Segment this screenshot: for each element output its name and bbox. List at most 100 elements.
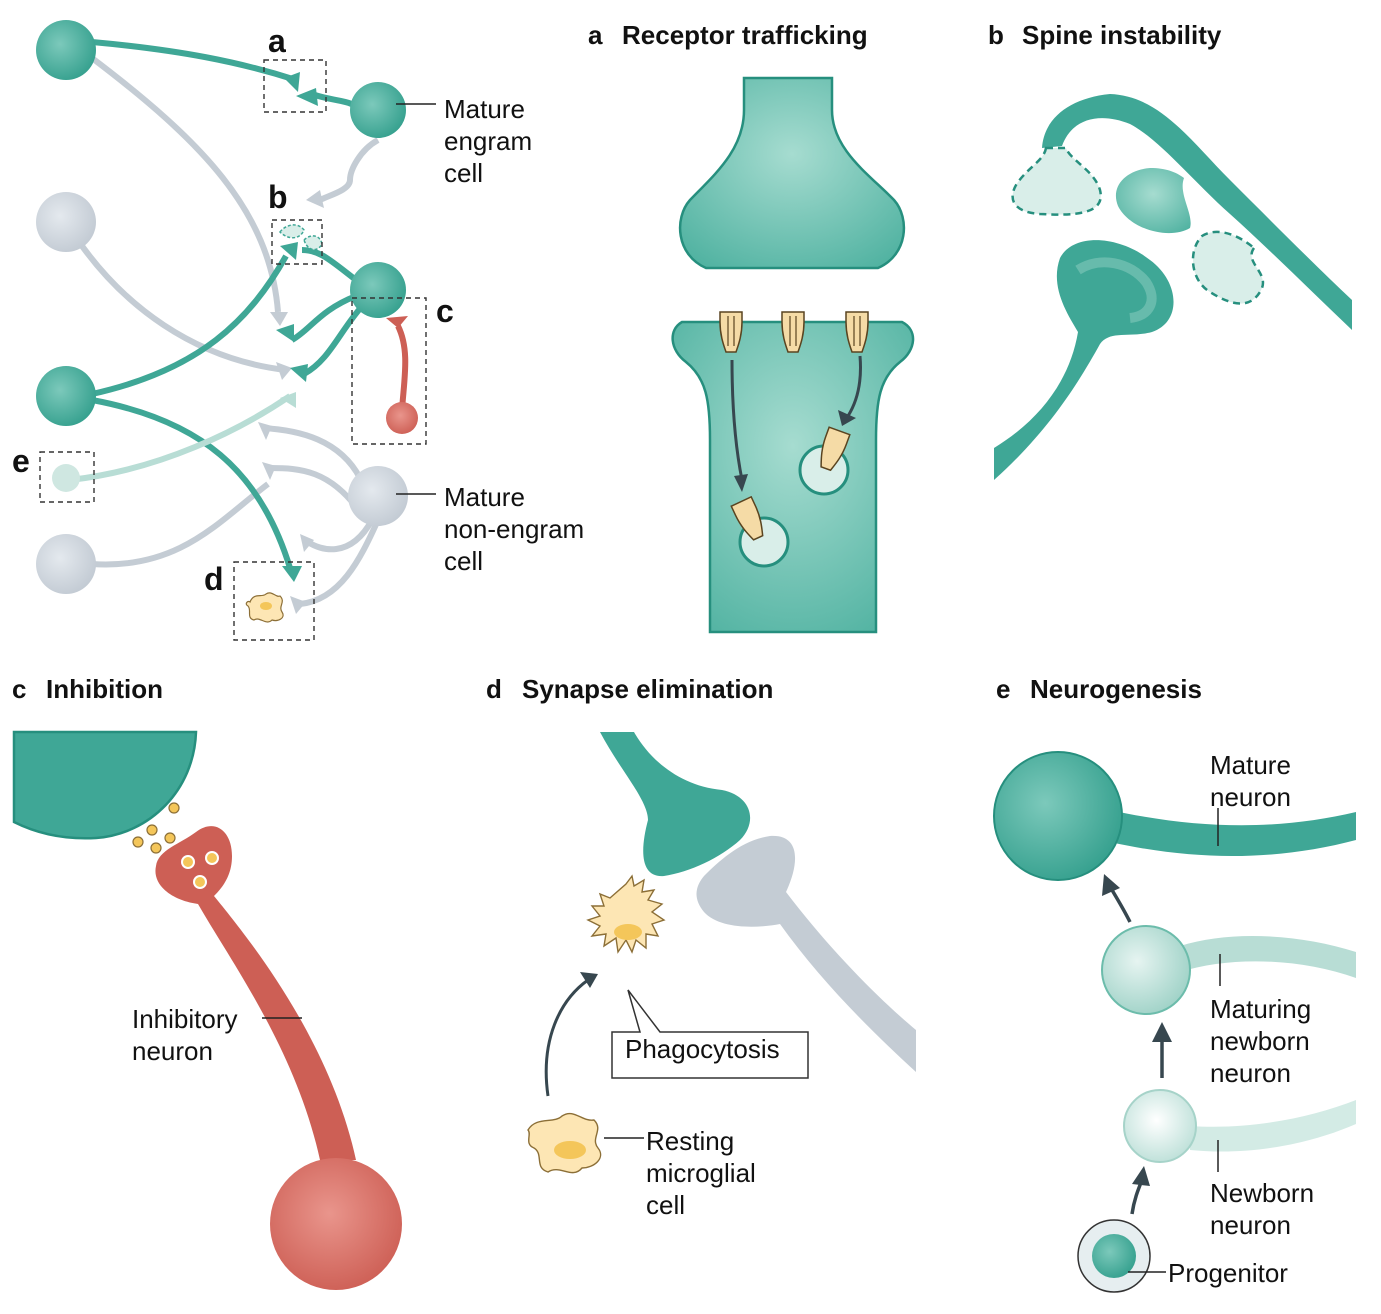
resting-label-2: microglial bbox=[646, 1158, 756, 1188]
box-c bbox=[351, 297, 427, 445]
mature-neuron-soma bbox=[993, 751, 1123, 881]
newborn-bouton bbox=[280, 392, 296, 408]
engram-axon bbox=[91, 39, 297, 83]
non-engram-soma bbox=[36, 192, 96, 252]
mature-non-engram-label-3: cell bbox=[444, 546, 483, 576]
inhibitory-label-1: Inhibitory bbox=[132, 1004, 238, 1034]
microglia-nucleus bbox=[260, 602, 272, 610]
engram-spine bbox=[296, 88, 318, 106]
box-label-b: b bbox=[268, 179, 288, 215]
panel-b-title: Spine instability bbox=[1022, 20, 1222, 50]
grey-spine bbox=[290, 596, 306, 614]
grey-dendrite bbox=[299, 518, 381, 607]
panel-e-title: Neurogenesis bbox=[1030, 674, 1202, 704]
maturation-arrow bbox=[1110, 889, 1132, 923]
vesicle bbox=[205, 851, 219, 865]
panel-d-title: Synapse elimination bbox=[522, 674, 773, 704]
mature-engram-label-3: cell bbox=[444, 158, 483, 188]
mature-neuron-dendrite bbox=[1110, 810, 1356, 857]
internalized-receptor bbox=[820, 426, 851, 472]
arrowhead bbox=[734, 474, 748, 492]
engram-dendrite bbox=[314, 92, 358, 109]
dendrite bbox=[1042, 94, 1352, 330]
engram-bouton bbox=[282, 566, 302, 582]
box-b bbox=[271, 219, 323, 265]
grey-spine bbox=[262, 462, 276, 480]
panel-b-spine-instability: b Spine instability bbox=[988, 20, 1352, 480]
engram-dendrite bbox=[302, 301, 367, 377]
panel-d-letter: d bbox=[486, 674, 502, 704]
mature-non-engram-cell-soma bbox=[348, 466, 408, 526]
resting-label-1: Resting bbox=[646, 1126, 734, 1156]
mature-neuron-label-1: Mature bbox=[1210, 750, 1291, 780]
vesicle bbox=[193, 875, 207, 889]
engram-soma bbox=[36, 366, 96, 426]
panel-a-receptor-trafficking: a Receptor trafficking bbox=[588, 20, 915, 634]
internalization-arrow bbox=[730, 359, 744, 481]
lost-spine bbox=[1011, 146, 1102, 216]
engram-axon bbox=[91, 254, 289, 397]
phagocytosis-label: Phagocytosis bbox=[625, 1034, 780, 1064]
unstable-spine bbox=[303, 235, 323, 251]
engram-dendrite bbox=[301, 247, 358, 283]
resting-label-3: cell bbox=[646, 1190, 685, 1220]
engram-axon-terminal bbox=[600, 732, 751, 877]
engram-axon bbox=[91, 397, 293, 569]
progenitor-label: Progenitor bbox=[1168, 1258, 1288, 1288]
newborn-label-1: Newborn bbox=[1210, 1178, 1314, 1208]
phagocytic-microglia bbox=[586, 874, 666, 954]
mature-non-engram-label-1: Mature bbox=[444, 482, 525, 512]
engram-soma bbox=[350, 262, 406, 318]
box-label-c: c bbox=[436, 293, 454, 329]
non-engram-soma bbox=[36, 534, 96, 594]
receptor bbox=[781, 311, 805, 353]
postsynaptic-spine-grey bbox=[696, 835, 916, 1072]
inhibitory-label-2: neuron bbox=[132, 1036, 213, 1066]
inhibitory-neuron-soma bbox=[270, 1158, 402, 1290]
engram-bouton bbox=[280, 242, 298, 260]
internalized-receptor bbox=[730, 495, 764, 541]
stable-spine bbox=[1115, 168, 1191, 234]
panel-b-letter: b bbox=[988, 20, 1004, 50]
activation-arrow bbox=[544, 978, 589, 1097]
panel-c-inhibition: c Inhibition Inhibitory neuron bbox=[12, 674, 402, 1290]
maturing-label-1: Maturing bbox=[1210, 994, 1311, 1024]
mature-neuron-label-2: neuron bbox=[1210, 782, 1291, 812]
maturing-label-2: newborn bbox=[1210, 1026, 1310, 1056]
grey-spine bbox=[258, 422, 272, 440]
grey-dendrite bbox=[261, 425, 363, 480]
inhibitory-soma bbox=[386, 402, 418, 434]
inhibitory-neuron-axon bbox=[155, 826, 356, 1160]
postsynaptic-spine bbox=[671, 320, 915, 634]
arrowhead bbox=[580, 972, 598, 988]
grey-bouton bbox=[270, 312, 288, 326]
mature-engram-cell-soma bbox=[350, 82, 406, 138]
box-label-a: a bbox=[268, 23, 286, 59]
mature-non-engram-label-2: non-engram bbox=[444, 514, 584, 544]
presynaptic-terminal bbox=[678, 76, 906, 270]
newborn-neuron-soma bbox=[1123, 1089, 1197, 1163]
grey-dendrite bbox=[269, 465, 363, 514]
engram-spine bbox=[276, 324, 294, 342]
mature-engram-label-1: Mature bbox=[444, 94, 525, 124]
inhibitory-bouton bbox=[386, 316, 408, 328]
arrowhead bbox=[1102, 874, 1120, 896]
arrowhead bbox=[838, 410, 856, 426]
box-a bbox=[263, 59, 327, 113]
newborn-neuron-dendrite bbox=[1190, 1100, 1356, 1152]
box-e bbox=[39, 451, 95, 503]
newborn-label-2: neuron bbox=[1210, 1210, 1291, 1240]
receptor bbox=[845, 311, 869, 353]
phagocytosis-callout-box bbox=[611, 989, 809, 1079]
box-d bbox=[233, 561, 315, 641]
panel-e-letter: e bbox=[996, 674, 1010, 704]
grey-axon bbox=[63, 220, 287, 373]
highlight bbox=[1075, 257, 1157, 323]
engram-dendrite bbox=[290, 293, 358, 343]
engram-soma bbox=[36, 20, 96, 80]
newborn-soma bbox=[52, 464, 80, 492]
box-label-e: e bbox=[12, 443, 30, 479]
progenitor-nucleus bbox=[1092, 1234, 1136, 1278]
microglia-nucleus bbox=[554, 1141, 586, 1159]
